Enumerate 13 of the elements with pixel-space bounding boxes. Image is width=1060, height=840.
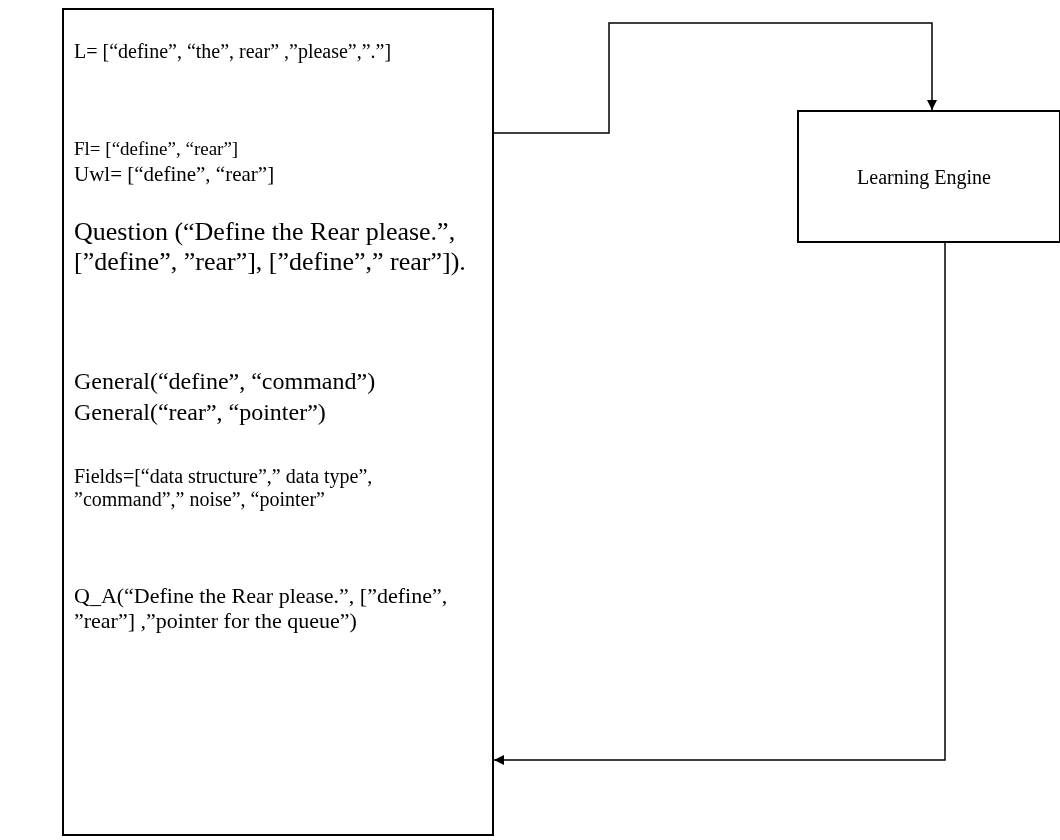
code-text: Question (“Define the Rear please.”, [”define”, ”rear”], [”define”,” rear”]). — [74, 217, 467, 277]
code-text: General(“define”, “command”) — [74, 368, 377, 396]
connector-arrow — [493, 22, 937, 134]
process-box — [797, 110, 1060, 243]
code-text: Fl= [“define”, “rear”] — [74, 138, 240, 160]
code-text: Uwl= [“define”, “rear”] — [74, 162, 276, 187]
code-text: Q_A(“Define the Rear please.”, [”define”, ”rear”] ,”pointer for the queue”) — [74, 583, 449, 634]
code-text: Fields=[“data structure”,” data type”, ”command”,” noise”, “pointer” — [74, 465, 374, 511]
text-panel — [62, 8, 494, 836]
code-text: L= [“define”, “the”, rear” ,”please”,”.”] — [74, 40, 393, 63]
code-text: General(“rear”, “pointer”) — [74, 399, 327, 427]
node-label: Learning Engine — [856, 165, 992, 188]
connector-arrow — [493, 242, 946, 765]
